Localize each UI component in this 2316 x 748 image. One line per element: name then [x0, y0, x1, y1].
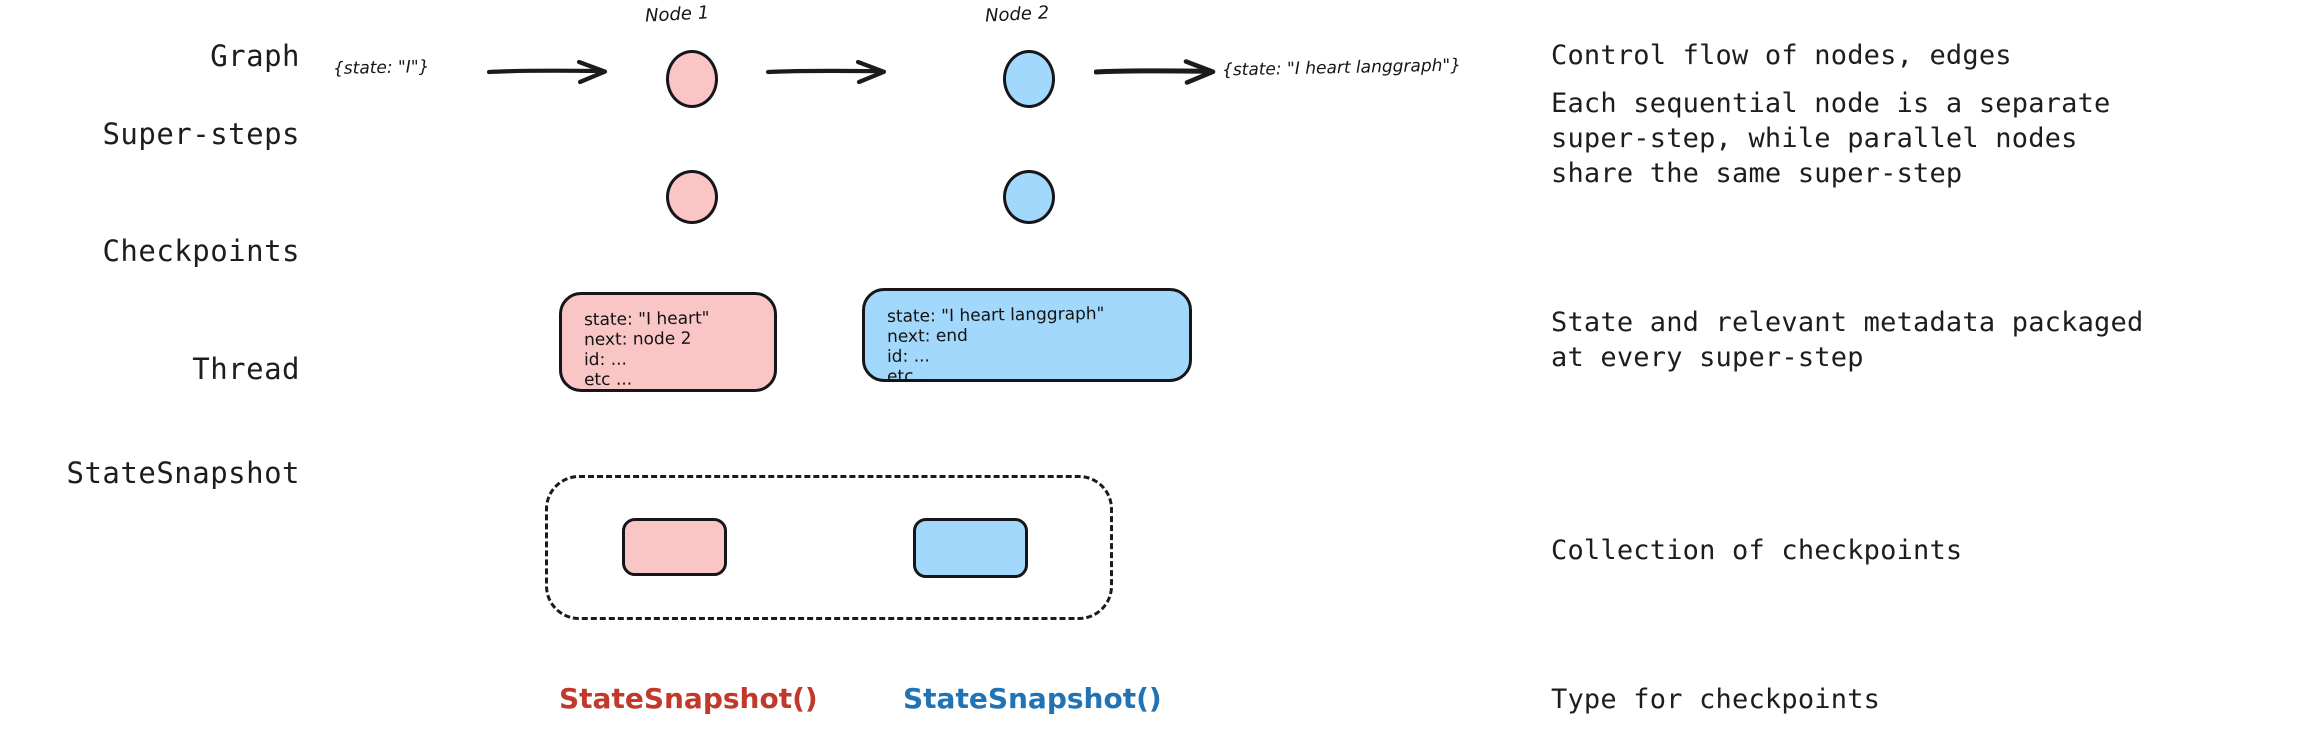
description-checkpoints: State and relevant metadata packaged at … — [1551, 307, 2144, 373]
row-label-thread: Thread — [192, 352, 300, 386]
row-label-checkpoints: Checkpoints — [102, 234, 300, 268]
checkpoint-card-pink[interactable]: state: "I heart" next: node 2 id: ... et… — [559, 292, 777, 392]
description-super-steps: Each sequential node is a separate super… — [1551, 88, 2111, 189]
output-state-label: {state: "I heart langgraph"} — [1221, 55, 1462, 81]
edge-arrow-3 — [1094, 59, 1216, 85]
edge-arrow-2 — [766, 59, 887, 85]
thread-container[interactable] — [545, 475, 1113, 620]
input-state-label: {state: "I"} — [332, 56, 430, 80]
super-step-node-1[interactable] — [666, 170, 718, 224]
node-1-caption: Node 1 — [644, 2, 710, 27]
row-label-statesnapshot: StateSnapshot — [66, 456, 300, 490]
thread-checkpoint-chip-blue[interactable] — [913, 518, 1028, 578]
statesnapshot-label-pink[interactable]: StateSnapshot() — [559, 682, 818, 715]
node-2-caption: Node 2 — [984, 2, 1050, 27]
super-step-node-2[interactable] — [1003, 170, 1055, 224]
graph-node-2[interactable] — [1003, 50, 1055, 108]
checkpoint-line: state: "I heart" — [583, 308, 710, 331]
thread-checkpoint-chip-pink[interactable] — [622, 518, 727, 576]
description-statesnapshot: Type for checkpoints — [1551, 684, 1881, 715]
checkpoint-line: id: ... — [583, 349, 628, 371]
checkpoint-line: next: node 2 — [583, 328, 692, 351]
description-graph: Control flow of nodes, edges — [1551, 40, 2012, 71]
row-label-graph: Graph — [210, 39, 300, 73]
checkpoint-card-blue[interactable]: state: "I heart langgraph" next: end id:… — [862, 288, 1192, 387]
graph-node-1[interactable] — [666, 50, 718, 108]
checkpoint-line: etc ... — [583, 369, 633, 391]
description-thread: Collection of checkpoints — [1551, 535, 1963, 566]
checkpoint-line: etc ... — [886, 366, 936, 387]
statesnapshot-label-blue[interactable]: StateSnapshot() — [903, 682, 1162, 715]
edge-arrow-1 — [487, 59, 608, 85]
row-label-super-steps: Super-steps — [102, 117, 300, 151]
